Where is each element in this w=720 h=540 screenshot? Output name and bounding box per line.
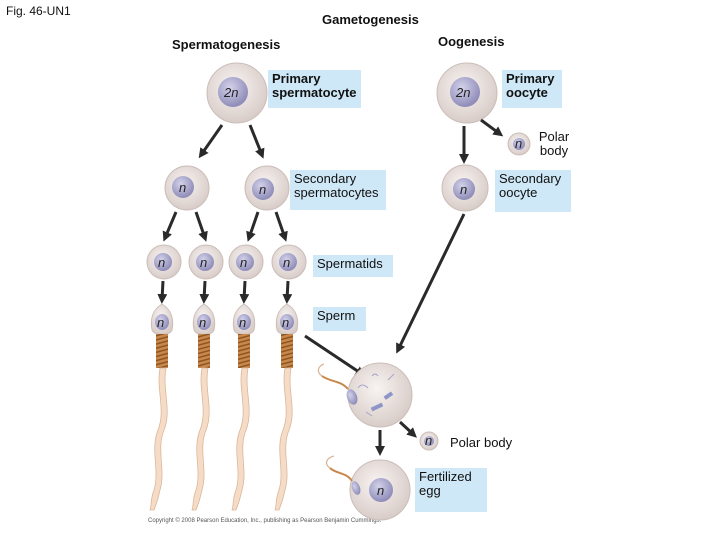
- fertilization-cell: [317, 362, 413, 428]
- svg-text:n: n: [239, 315, 246, 330]
- sperm-to-egg-arrow: [304, 334, 366, 377]
- polar-body-bottom-label: Polar body: [450, 435, 513, 450]
- spermatogenesis-heading: Spermatogenesis: [172, 37, 281, 52]
- svg-text:n: n: [515, 136, 522, 151]
- spermatid-4: n: [271, 244, 307, 280]
- polar-body-arrow-top: [480, 118, 504, 137]
- figure-id: Fig. 46-UN1: [6, 4, 71, 18]
- primary-oocyte-cell: 2n: [436, 62, 498, 124]
- primary-spermatocyte-label: Primary spermatocyte: [268, 70, 361, 108]
- arrows-spermatids-to-sperm: [157, 280, 293, 304]
- svg-text:n: n: [200, 255, 207, 270]
- svg-text:n: n: [282, 315, 289, 330]
- sperm-2: n: [191, 303, 216, 511]
- svg-text:n: n: [460, 182, 467, 197]
- spermatid-3: n: [228, 244, 264, 280]
- secondary-oocyte-label: Secondary oocyte: [495, 170, 571, 212]
- primary-spermatocyte-cell: 2n: [206, 62, 268, 124]
- diagram-title: Gametogenesis: [322, 12, 419, 27]
- secondary-spermatocyte-left: n: [164, 165, 210, 211]
- svg-text:2n: 2n: [455, 85, 470, 100]
- secondary-spermatocytes-label: Secondary spermatocytes: [290, 170, 386, 210]
- primary-oocyte-label: Primary oocyte: [502, 70, 562, 108]
- fertilized-egg-label: Fertilized egg: [415, 468, 487, 512]
- secondary-spermatocyte-right: n: [244, 165, 290, 211]
- oocyte-to-egg-arrow: [396, 213, 466, 354]
- polar-body-top-label: Polar body: [538, 129, 570, 158]
- arrows-secondary-to-spermatids: [162, 211, 288, 242]
- sperm-1: n: [149, 303, 174, 511]
- svg-text:n: n: [283, 255, 290, 270]
- chromosome-cluster: [370, 391, 394, 412]
- ploidy-label: 2n: [223, 85, 238, 100]
- fertilized-egg-cell: n: [325, 455, 411, 521]
- sperm-label: Sperm: [313, 307, 366, 331]
- spermatid-2: n: [188, 244, 224, 280]
- oogenesis-heading: Oogenesis: [438, 34, 505, 49]
- svg-text:n: n: [240, 255, 247, 270]
- sperm-3: n: [231, 303, 256, 511]
- secondary-oocyte-cell: n: [441, 164, 489, 212]
- svg-text:n: n: [199, 315, 206, 330]
- svg-text:n: n: [377, 483, 384, 498]
- svg-text:n: n: [157, 315, 164, 330]
- polar-body-bottom-cell: n: [419, 431, 439, 451]
- sperm-4: n: [274, 303, 299, 511]
- polar-body-arrow-bottom: [398, 420, 417, 438]
- arrows-primary-to-secondary: [198, 124, 265, 159]
- svg-text:n: n: [158, 255, 165, 270]
- polar-body-top-cell: n: [507, 132, 531, 156]
- svg-text:n: n: [179, 180, 186, 195]
- spermatids-label: Spermatids: [313, 255, 393, 277]
- copyright-notice: Copyright © 2008 Pearson Education, Inc.…: [148, 518, 382, 524]
- svg-text:n: n: [259, 182, 266, 197]
- svg-text:n: n: [425, 433, 432, 448]
- spermatid-1: n: [146, 244, 182, 280]
